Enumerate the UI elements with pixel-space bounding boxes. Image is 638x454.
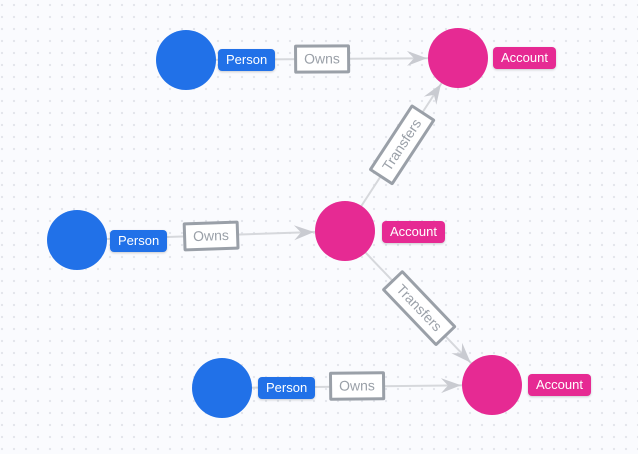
arrowhead-owns-1	[406, 50, 427, 66]
node-label-account-3[interactable]: Account	[528, 374, 591, 396]
edge-label-owns-3[interactable]: Owns	[328, 371, 386, 401]
edge-label-owns-1[interactable]: Owns	[294, 44, 350, 74]
arrowhead-owns-2	[293, 225, 314, 241]
node-label-account-1[interactable]: Account	[493, 47, 556, 69]
node-account-3[interactable]	[462, 355, 522, 415]
node-account-2[interactable]	[315, 201, 375, 261]
node-person-2[interactable]	[47, 210, 107, 270]
node-person-3[interactable]	[192, 358, 252, 418]
node-person-1[interactable]	[156, 30, 216, 90]
node-label-person-3[interactable]: Person	[258, 377, 316, 399]
edge-label-owns-2[interactable]: Owns	[182, 220, 240, 252]
arrowhead-owns-3	[440, 378, 461, 394]
node-account-1[interactable]	[428, 28, 488, 88]
arrowhead-transfers-1	[423, 84, 441, 105]
node-label-person-1[interactable]: Person	[218, 49, 276, 71]
node-label-person-2[interactable]: Person	[110, 230, 168, 252]
arrowhead-transfers-2	[451, 342, 471, 363]
node-label-account-2[interactable]: Account	[382, 221, 445, 243]
